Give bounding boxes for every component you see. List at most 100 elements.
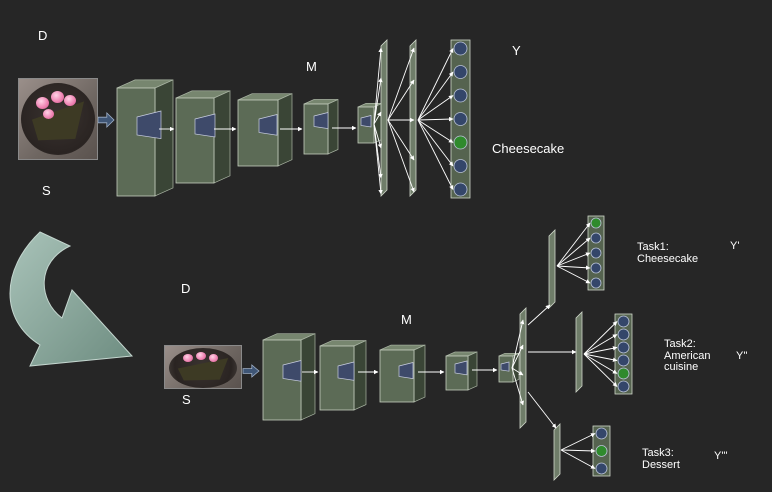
conv-layer-5-top	[357, 102, 383, 144]
transfer-arrow-icon	[9, 231, 134, 367]
fan-arrow-shared-bottom	[511, 319, 525, 369]
task3-output-column-node	[595, 445, 608, 457]
task1-output-column-node	[590, 232, 602, 244]
conv-layer-5-top-kernel	[360, 115, 372, 128]
conv-layer-4-top	[303, 98, 339, 155]
task2-fan-arrow	[583, 353, 618, 374]
conv-layer-2-top	[175, 90, 231, 184]
task2-output-column-node	[617, 367, 630, 380]
conv-layer-4-bottom	[445, 351, 478, 391]
fan-arrow-b-top	[387, 119, 415, 193]
task2-output-column-node	[617, 380, 630, 393]
task3-label: Task3: Dessert	[642, 447, 680, 471]
top-data-label: D	[38, 28, 48, 43]
fan-arrow-b-top	[387, 119, 415, 161]
fan-arrow-shared-bottom	[511, 367, 525, 406]
task2-output-column-node	[617, 341, 630, 354]
task2-label: Task2: American cuisine	[664, 338, 711, 374]
conv-layer-5-bottom-kernel	[500, 361, 510, 372]
bottom-source-label: S	[182, 392, 191, 407]
task2-output-column-node	[617, 354, 630, 367]
task1-fan-arrow	[556, 252, 591, 267]
conv-layer-2-bottom-kernel	[337, 361, 355, 381]
task1-fan-arrow	[556, 222, 591, 267]
task1-output-column-node	[590, 277, 602, 289]
task3-output-column-node	[595, 462, 608, 475]
task1-output-column-node	[590, 247, 602, 259]
fan-arrow-shared-bottom	[511, 367, 524, 376]
fan-arrow-c-top	[417, 116, 454, 122]
fan-arrow-c-top	[417, 119, 454, 190]
fan-arrow-c-top	[417, 71, 454, 121]
branch-arrow-task3	[527, 391, 557, 429]
task3-fan-arrow	[560, 449, 596, 469]
bottom-data-label: D	[181, 281, 191, 296]
task1-label: Task1: Cheesecake	[637, 241, 699, 265]
fan-arrow-c-top	[417, 48, 454, 121]
task2-fan-arrow	[583, 353, 618, 362]
output-column-top-node	[453, 112, 468, 126]
task2-fan-arrow	[583, 334, 618, 355]
input-image-bottom	[164, 345, 242, 389]
fan-arrow-c-top	[417, 95, 454, 121]
output-column-top-node	[453, 41, 468, 56]
conv-layer-1-top-kernel	[136, 110, 162, 140]
task2-fan-arrow	[583, 346, 618, 355]
fc-layer-1-top	[380, 39, 388, 197]
fan-arrow-a-top	[373, 123, 383, 195]
conv-layer-2-bottom	[319, 340, 367, 411]
conv-layer-3-bottom	[379, 344, 426, 403]
fan-arrow-c-top	[417, 119, 454, 143]
conv-layer-1-bottom-kernel	[282, 360, 302, 382]
conv-layer-3-bottom-kernel	[398, 362, 414, 380]
task2-output-column-node	[617, 315, 630, 328]
top-source-label: S	[42, 183, 51, 198]
task1-fan-arrow	[556, 265, 591, 271]
task3-fan-arrow	[560, 433, 596, 451]
fan-arrow-c-top	[417, 119, 454, 167]
shared-fc-layer-bottom	[519, 307, 527, 429]
output-column-top-node	[453, 65, 468, 79]
fan-arrow-shared-bottom	[511, 344, 524, 369]
task2-output-label: Y''	[736, 350, 748, 362]
task2-fan-arrow	[583, 353, 618, 387]
conv-layer-4-top-kernel	[313, 112, 329, 130]
conv-layer-4-bottom-kernel	[454, 360, 468, 376]
output-column-top-node	[453, 88, 468, 103]
conv-layer-1-top	[116, 79, 174, 197]
fan-arrow-a-top	[373, 77, 383, 125]
conv-layer-5-bottom	[498, 352, 520, 383]
fan-arrow-a-top	[373, 47, 383, 125]
input-image-top	[18, 78, 98, 160]
input-arrow-bottom	[242, 364, 260, 378]
fan-arrow-b-top	[387, 79, 415, 121]
conv-layer-1-bottom	[262, 333, 316, 421]
task2-fc-layer	[575, 311, 583, 393]
task1-output-label: Y'	[730, 240, 740, 252]
task1-fan-arrow	[556, 265, 591, 284]
task1-fc-layer	[548, 229, 556, 309]
top-output-label: Y	[512, 43, 521, 58]
task1-output-column-node	[590, 262, 602, 274]
task1-output-column-node	[590, 217, 602, 229]
fan-arrow-a-top	[373, 111, 382, 125]
branch-arrow-task1	[527, 304, 551, 326]
fan-arrow-a-top	[373, 123, 383, 149]
task2-output-column-node	[617, 328, 630, 341]
conv-layer-3-top	[237, 93, 293, 167]
top-prediction-label: Cheesecake	[492, 141, 565, 156]
input-arrow-top	[97, 112, 115, 128]
task3-fc-layer	[553, 423, 561, 481]
task1-fan-arrow	[556, 237, 591, 267]
bottom-model-label: M	[401, 312, 412, 327]
top-model-label: M	[306, 59, 317, 74]
task3-output-column-node	[595, 427, 608, 440]
fc-layer-2-top	[409, 39, 417, 197]
task3-output-label: Y'''	[714, 450, 728, 462]
output-column-top-node	[453, 182, 468, 197]
conv-layer-2-top-kernel	[194, 113, 216, 138]
task2-fan-arrow	[583, 321, 618, 355]
fan-arrow-b-top	[387, 47, 415, 121]
output-column-top-node	[453, 159, 468, 173]
